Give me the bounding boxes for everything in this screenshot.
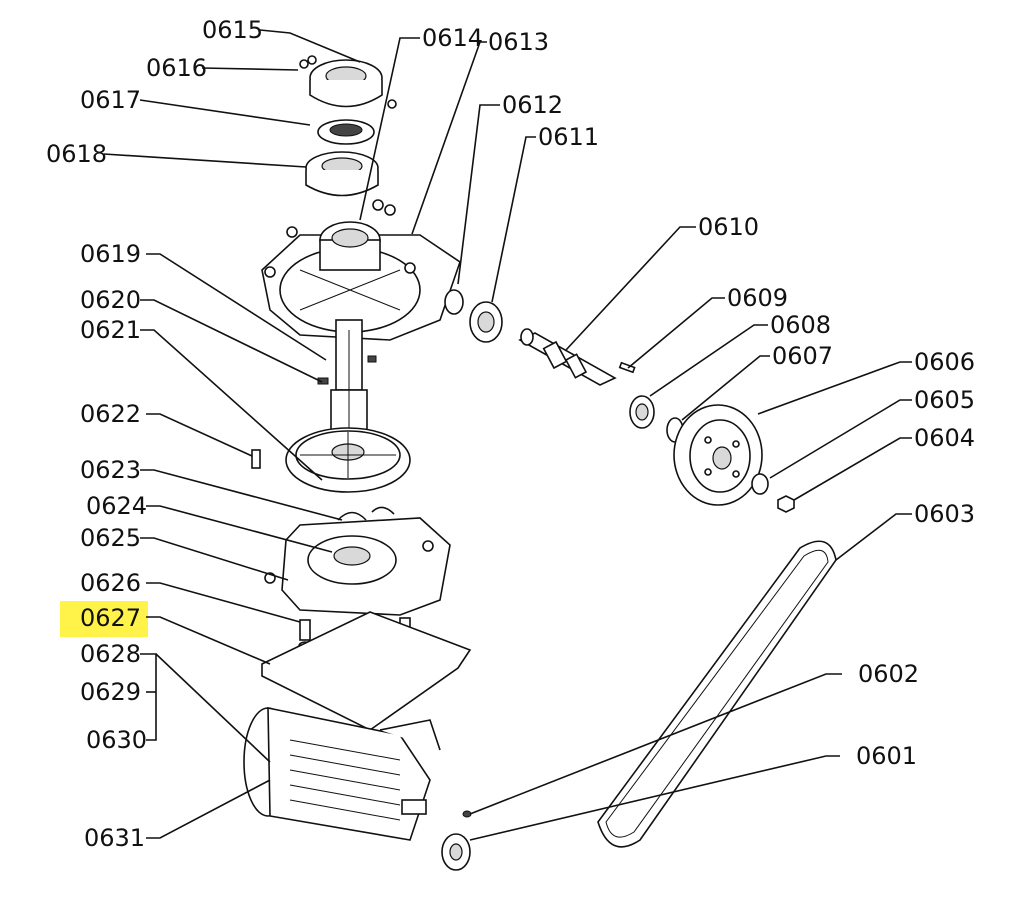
- washer-0605: [751, 473, 769, 495]
- label-0620: 0620: [80, 286, 141, 314]
- label-0611: 0611: [538, 123, 599, 151]
- label-0624: 0624: [86, 492, 147, 520]
- label-0610: 0610: [698, 213, 759, 241]
- electric-motor: [243, 707, 441, 841]
- key-0620a: [367, 355, 377, 363]
- label-0601: 0601: [856, 742, 917, 770]
- label-0621: 0621: [80, 316, 141, 344]
- leader-lines: [103, 29, 912, 841]
- label-0626: 0626: [80, 569, 141, 597]
- label-0630: 0630: [86, 726, 147, 754]
- label-0619: 0619: [80, 240, 141, 268]
- part-labels: 0615 0616 0617 0618 0614 0613 0612 0611 …: [46, 16, 975, 852]
- label-0604: 0604: [914, 424, 975, 452]
- label-0625: 0625: [80, 524, 141, 552]
- upper-bearing-housing: [299, 55, 397, 197]
- gearbox-upper-housing: [261, 199, 461, 341]
- label-0627: 0627: [80, 604, 141, 632]
- motor-pulley-0601: [441, 833, 471, 871]
- label-0603: 0603: [914, 500, 975, 528]
- setscrew-0602: [462, 810, 472, 818]
- label-0617: 0617: [80, 86, 141, 114]
- label-0616: 0616: [146, 54, 207, 82]
- mounting-plate: [261, 611, 472, 731]
- key-0620: [317, 377, 329, 385]
- label-0623: 0623: [80, 456, 141, 484]
- label-0618: 0618: [46, 140, 107, 168]
- o-ring-0612: [444, 289, 464, 315]
- label-0628: 0628: [80, 640, 141, 668]
- label-0607: 0607: [772, 342, 833, 370]
- label-0605: 0605: [914, 386, 975, 414]
- key-0609: [618, 361, 636, 374]
- pin-0622: [251, 449, 261, 469]
- bearing-0608: [629, 395, 655, 429]
- bearing-0611: [469, 301, 503, 343]
- nut-0604: [777, 495, 795, 513]
- label-0614: 0614: [422, 24, 483, 52]
- gearbox-lower-housing: [264, 506, 451, 616]
- label-0631: 0631: [84, 824, 145, 852]
- parts-artwork: [243, 55, 837, 871]
- highlight-0627: [60, 601, 148, 637]
- label-0606: 0606: [914, 348, 975, 376]
- label-0629: 0629: [80, 678, 141, 706]
- v-belt: [597, 540, 837, 848]
- label-0609: 0609: [727, 284, 788, 312]
- label-0615: 0615: [202, 16, 263, 44]
- label-0602: 0602: [858, 660, 919, 688]
- label-0612: 0612: [502, 91, 563, 119]
- label-0613: 0613: [488, 28, 549, 56]
- horizontal-shaft: [518, 328, 617, 386]
- pulley-0606: [673, 404, 763, 506]
- label-0622: 0622: [80, 400, 141, 428]
- label-0608: 0608: [770, 311, 831, 339]
- lower-wheel: [285, 427, 411, 493]
